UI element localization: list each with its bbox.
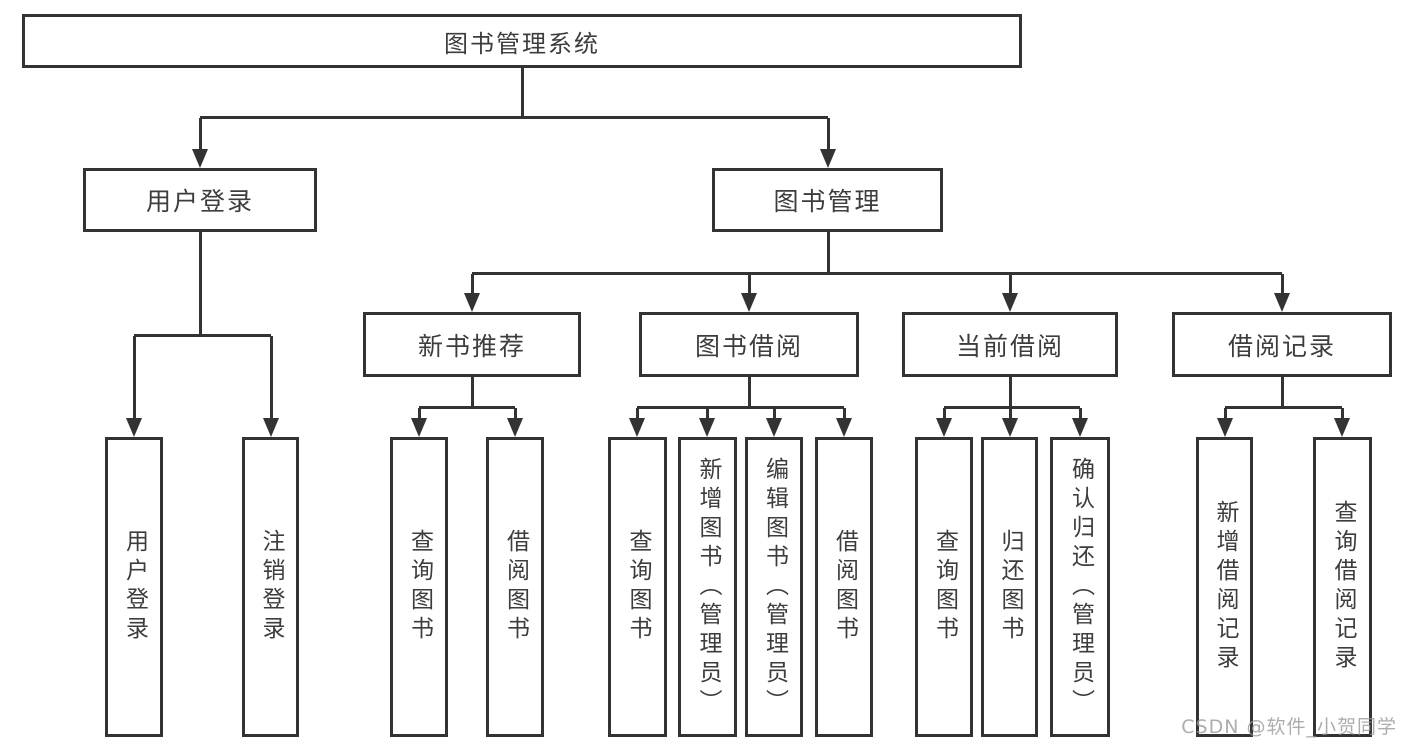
node-label: 图书管理系统 — [444, 29, 600, 58]
node-label: 查询借阅记录 — [1330, 500, 1356, 674]
leaf-return-book: 归还图书 — [981, 437, 1038, 737]
node-library-management-system: 图书管理系统 — [22, 14, 1022, 68]
node-label: 借阅记录 — [1227, 331, 1336, 361]
arrowhead-down-icon — [766, 418, 782, 437]
connector-line — [1008, 408, 1012, 426]
leaf-query-books-recommend: 查询图书 — [390, 437, 448, 737]
arrowhead-down-icon — [699, 418, 715, 437]
node-label: 确认归还（管理员） — [1067, 456, 1094, 718]
arrowhead-down-icon — [464, 293, 480, 312]
node-book-management-group: 图书管理 — [712, 168, 943, 232]
connector-line — [198, 118, 202, 156]
leaf-confirm-return-admin: 确认归还（管理员） — [1050, 437, 1110, 737]
arrowhead-down-icon — [1002, 293, 1018, 312]
node-label: 图书借阅 — [694, 331, 803, 361]
node-label: 查询图书 — [406, 529, 433, 645]
connector-line — [826, 232, 830, 275]
connector-line — [942, 408, 946, 426]
connector-line — [1078, 408, 1082, 426]
node-label: 编辑图书（管理员） — [761, 456, 788, 718]
arrowhead-down-icon — [126, 418, 142, 437]
connector-line — [826, 118, 830, 156]
node-label: 借阅图书 — [831, 529, 858, 645]
node-book-borrowing: 图书借阅 — [639, 312, 859, 377]
node-label: 当前借阅 — [955, 331, 1064, 361]
connector-line — [1008, 377, 1012, 408]
arrowhead-down-icon — [629, 418, 645, 437]
connector-line — [772, 408, 776, 426]
leaf-borrow-books: 借阅图书 — [815, 437, 873, 737]
connector-line — [470, 377, 474, 408]
connector-line — [1223, 408, 1227, 426]
node-label: 查询图书 — [931, 529, 958, 645]
node-label: 图书管理 — [773, 187, 882, 216]
connector-line — [944, 405, 1080, 409]
leaf-add-book-admin: 新增图书（管理员） — [678, 437, 737, 737]
connector-line — [419, 405, 515, 409]
connector-line — [1280, 377, 1284, 408]
connector-line — [747, 274, 751, 301]
node-label: 新增借阅记录 — [1212, 500, 1238, 674]
leaf-query-books-current: 查询图书 — [915, 437, 973, 737]
arrowhead-down-icon — [741, 293, 757, 312]
leaf-add-borrow-record: 新增借阅记录 — [1196, 437, 1253, 737]
node-label: 借阅图书 — [502, 529, 529, 645]
arrowhead-down-icon — [820, 149, 836, 168]
arrowhead-down-icon — [411, 418, 427, 437]
node-label: 新增图书（管理员） — [695, 456, 721, 718]
connector-line — [842, 408, 846, 426]
connector-line — [637, 405, 844, 409]
connector-line — [417, 408, 421, 426]
node-user-login-group: 用户登录 — [83, 168, 317, 232]
connector-line — [520, 67, 524, 119]
watermark: CSDN @软件_小贺同学 — [1181, 716, 1397, 738]
arrowhead-down-icon — [192, 149, 208, 168]
node-label: 用户登录 — [145, 187, 254, 216]
leaf-query-borrow-record: 查询借阅记录 — [1313, 437, 1372, 737]
arrowhead-down-icon — [507, 418, 523, 437]
node-label: 新书推荐 — [417, 331, 526, 361]
node-label: 注销登录 — [258, 529, 284, 645]
node-borrowing-records: 借阅记录 — [1172, 312, 1392, 377]
connector-line — [132, 336, 136, 426]
arrowhead-down-icon — [263, 418, 279, 437]
leaf-user-login: 用户登录 — [105, 437, 163, 737]
connector-line — [705, 408, 709, 426]
connector-line — [635, 408, 639, 426]
connector-line — [470, 274, 474, 301]
connector-line — [134, 333, 271, 337]
arrowhead-down-icon — [1072, 418, 1088, 437]
connector-line — [269, 336, 273, 426]
connector-line — [1225, 405, 1342, 409]
node-label: 归还图书 — [997, 529, 1023, 645]
connector-line — [513, 408, 517, 426]
connector-line — [1008, 274, 1012, 301]
arrowhead-down-icon — [1217, 418, 1233, 437]
connector-line — [200, 115, 828, 119]
node-new-book-recommendation: 新书推荐 — [363, 312, 581, 377]
node-label: 查询图书 — [625, 529, 651, 645]
arrowhead-down-icon — [836, 418, 852, 437]
arrowhead-down-icon — [1002, 418, 1018, 437]
connector-line — [1280, 274, 1284, 301]
connector-line — [1340, 408, 1344, 426]
connector-line — [747, 377, 751, 408]
node-label: 用户登录 — [121, 529, 148, 645]
leaf-borrow-books-recommend: 借阅图书 — [486, 437, 544, 737]
leaf-query-books-borrow: 查询图书 — [608, 437, 667, 737]
connector-line — [198, 232, 202, 337]
connector-line — [472, 271, 1282, 275]
leaf-logout: 注销登录 — [242, 437, 299, 737]
node-current-borrowing: 当前借阅 — [902, 312, 1118, 377]
arrowhead-down-icon — [936, 418, 952, 437]
arrowhead-down-icon — [1334, 418, 1350, 437]
leaf-edit-book-admin: 编辑图书（管理员） — [745, 437, 803, 737]
arrowhead-down-icon — [1274, 293, 1290, 312]
